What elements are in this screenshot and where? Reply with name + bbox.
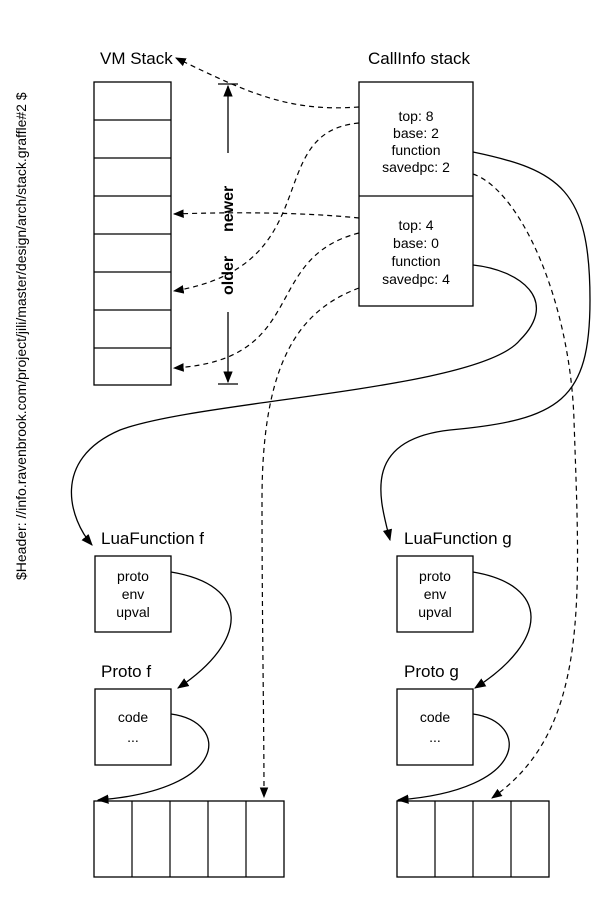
- luafunction-g-title: LuaFunction g: [404, 529, 512, 548]
- callinfo-entry-2: top: 4 base: 0 function savedpc: 4: [382, 217, 450, 287]
- callinfo-2-savedpc: savedpc: 4: [382, 271, 450, 287]
- luafunction-g-env: env: [424, 586, 447, 602]
- callinfo-2-base: base: 0: [393, 235, 439, 251]
- luafunction-g-proto: proto: [419, 568, 451, 584]
- savedpc-pointers: [259, 173, 579, 799]
- luafunction-f-env: env: [122, 586, 145, 602]
- callinfo-stack: [358, 81, 474, 307]
- proto-and-code-pointers: [96, 571, 532, 804]
- proto-g-code: code: [420, 709, 451, 725]
- callinfo-1-top: top: 8: [398, 108, 433, 124]
- callinfo-2-function: function: [391, 253, 440, 269]
- callinfo-title: CallInfo stack: [368, 49, 471, 68]
- function-pointers: [70, 151, 591, 546]
- proto-f-box: [94, 688, 172, 766]
- callinfo-1-function: function: [391, 142, 440, 158]
- proto-f-code: code: [118, 709, 149, 725]
- proto-g-title: Proto g: [404, 662, 459, 681]
- proto-g-box: [396, 688, 474, 766]
- proto-g-ellipsis: ...: [429, 729, 441, 745]
- luafunction-f-upval: upval: [116, 604, 149, 620]
- code-array-f: [93, 800, 285, 878]
- luafunction-f-title: LuaFunction f: [101, 529, 204, 548]
- callinfo-to-vmstack-pointers: [172, 57, 360, 372]
- callinfo-entry-1: top: 8 base: 2 function savedpc: 2: [382, 108, 450, 175]
- older-label: older: [220, 256, 237, 295]
- luafunction-f-proto: proto: [117, 568, 149, 584]
- header-text: $Header: //info.ravenbrook.com/project/j…: [13, 92, 29, 580]
- luafunction-g-upval: upval: [418, 604, 451, 620]
- proto-f-title: Proto f: [101, 662, 151, 681]
- callinfo-2-top: top: 4: [398, 217, 433, 233]
- callinfo-1-savedpc: savedpc: 2: [382, 159, 450, 175]
- age-axis: newer older: [218, 83, 238, 385]
- luafunction-g-box: [396, 555, 474, 633]
- code-array-g: [396, 800, 550, 878]
- callinfo-1-base: base: 2: [393, 125, 439, 141]
- newer-label: newer: [220, 186, 237, 232]
- luafunction-f-box: [94, 555, 172, 633]
- proto-f-ellipsis: ...: [127, 729, 139, 745]
- vm-stack-title: VM Stack: [100, 49, 173, 68]
- vm-stack: [93, 81, 172, 386]
